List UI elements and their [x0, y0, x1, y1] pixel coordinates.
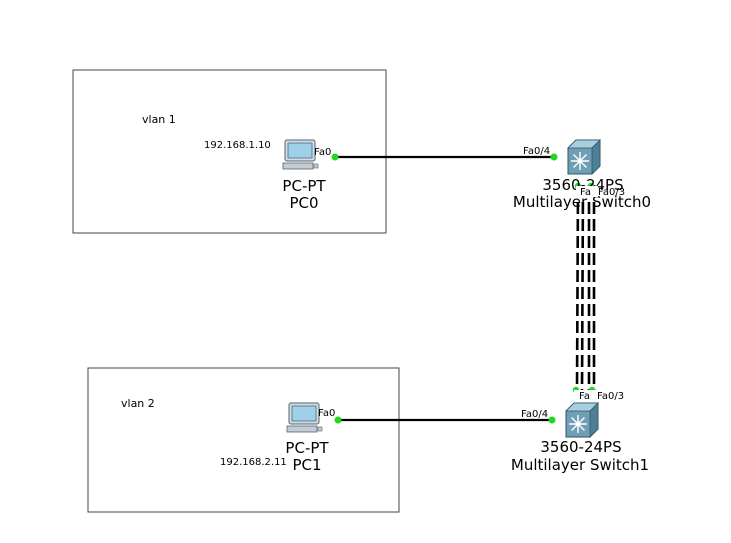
switch0-trunk-port-a-label: Fa — [580, 187, 591, 198]
pc1-name-label: PC1 — [292, 456, 321, 474]
link-status-dot — [331, 153, 339, 161]
switch0-pc-port-label: Fa0/4 — [523, 146, 550, 157]
switch1-model-label: 3560-24PS — [540, 438, 621, 456]
link-pc0-switch0[interactable] — [331, 153, 558, 161]
device-switch0[interactable]: Fa0/4 3560-24PS Multilayer Switch0 Fa Fa… — [513, 139, 651, 211]
switch0-model-label: 3560-24PS — [542, 176, 623, 194]
switch1-trunk-port-b-label: Fa0/3 — [597, 391, 624, 402]
area-vlan2-label: vlan 2 — [121, 397, 155, 410]
device-switch1[interactable]: Fa Fa0/3 Fa0/4 3560-24PS Multilayer Swit… — [511, 390, 649, 474]
area-vlan2[interactable]: vlan 2 — [87, 367, 400, 513]
device-pc1[interactable]: Fa0 PC-PT 192.168.2.11 PC1 — [220, 402, 335, 474]
switch1-pc-port-label: Fa0/4 — [521, 409, 548, 420]
switch0-name-label: Multilayer Switch0 — [513, 193, 651, 211]
area-vlan1-label: vlan 1 — [142, 113, 176, 126]
link-status-dot — [334, 416, 342, 424]
pc-icon — [286, 402, 323, 433]
pc0-port-label: Fa0 — [314, 147, 331, 158]
pc1-port-label: Fa0 — [318, 408, 335, 419]
link-status-dot — [550, 153, 558, 161]
device-pc0[interactable]: 192.168.1.10 Fa0 PC-PT PC0 — [204, 139, 331, 212]
link-status-dot — [548, 416, 556, 424]
pc1-model-label: PC-PT — [285, 439, 329, 457]
multilayer-switch-icon — [567, 139, 601, 175]
pc-icon — [282, 139, 319, 170]
switch0-trunk-port-b-label: Fa0/3 — [598, 187, 625, 198]
pc1-ip-label: 192.168.2.11 — [220, 457, 287, 468]
trunk-link-2[interactable] — [587, 185, 596, 390]
trunk-link-1[interactable] — [575, 184, 585, 391]
pc0-model-label: PC-PT — [282, 177, 326, 195]
pc0-ip-label: 192.168.1.10 — [204, 140, 271, 151]
switch1-name-label: Multilayer Switch1 — [511, 456, 649, 474]
area-vlan1[interactable]: vlan 1 — [72, 69, 387, 234]
link-pc1-switch1[interactable] — [334, 416, 556, 424]
pc0-name-label: PC0 — [289, 194, 318, 212]
switch1-trunk-port-a-label: Fa — [579, 391, 590, 402]
multilayer-switch-icon — [565, 402, 599, 438]
